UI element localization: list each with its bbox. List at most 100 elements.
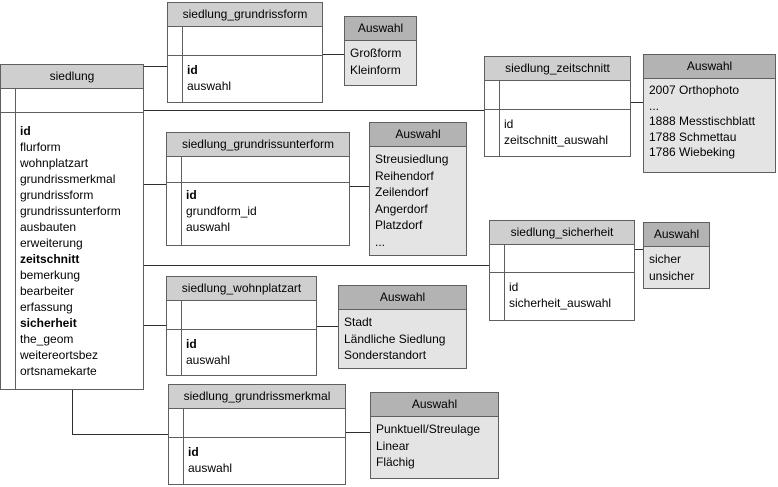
key-cell (167, 330, 182, 375)
auswahl-value: Flächig (376, 455, 415, 469)
key-cell (167, 157, 182, 182)
connector-sicherheit (143, 265, 489, 266)
auswahl-value: Reihendorf (375, 168, 434, 183)
link-zeitschnitt-auswahl (630, 102, 644, 103)
auswahl-title: Auswahl (644, 223, 709, 247)
field-list: id auswahl (169, 438, 345, 476)
field-list: id flurform wohnplatzart grundrissmerkmal gr… (1, 113, 143, 379)
field-wohnplatzart: wohnplatzart (20, 156, 89, 170)
auswahl-value: Kleinform (350, 62, 401, 77)
auswahl-value: 1788 Schmettau (649, 129, 737, 144)
table-key-row (167, 301, 316, 330)
field-auswahl: auswahl (187, 79, 232, 93)
auswahl-value: Großform (350, 46, 402, 60)
link-sicherheit-auswahl (634, 249, 643, 250)
table-siedlung[interactable]: siedlung id flurform wohnplatzart grundriss… (0, 64, 144, 390)
auswahl-value: 2007 Orthophoto (649, 83, 740, 97)
table-title: siedlung_zeitschnitt (485, 57, 630, 81)
table-title: siedlung_wohnplatzart (167, 277, 316, 301)
table-key-row (1, 89, 143, 113)
field-auswahl: auswahl (186, 353, 231, 367)
key-cell (485, 81, 500, 109)
key-cell (490, 273, 505, 320)
auswahl-value: 1888 Messtischblatt (649, 114, 756, 128)
field-erfassung: erfassung (20, 300, 73, 314)
field-zeitschnitt-auswahl: zeitschnitt_auswahl (504, 133, 609, 147)
table-siedlung-grundrissform[interactable]: siedlung_grundrissform id auswahl (167, 2, 323, 103)
auswahl-zeitschnitt[interactable]: Auswahl 2007 Orthophoto...1888 Messtisch… (643, 54, 776, 173)
field-id: id (504, 117, 514, 131)
field-id: id (188, 445, 199, 459)
auswahl-value: Platzdorf (375, 218, 423, 232)
field-list: id zeitschnitt_auswahl (485, 110, 630, 148)
field-grundrissunterform: grundrissunterform (20, 204, 121, 218)
link-wohnplatzart-auswahl (316, 326, 339, 327)
table-siedlung-zeitschnitt[interactable]: siedlung_zeitschnitt id zeitschnitt_auswa… (484, 56, 631, 157)
connector-grundrissform (143, 66, 168, 67)
table-title: siedlung_sicherheit (490, 221, 634, 245)
connector-grundrissmerkmal-v (72, 389, 73, 435)
table-field-row: id auswahl (167, 330, 316, 375)
field-id: id (186, 188, 197, 202)
field-grundform-id: grundform_id (186, 204, 257, 218)
table-siedlung-wohnplatzart[interactable]: siedlung_wohnplatzart id auswahl (166, 276, 317, 376)
table-title: siedlung_grundrissmerkmal (169, 385, 345, 409)
field-flurform: flurform (20, 140, 61, 154)
field-auswahl: auswahl (186, 220, 231, 234)
table-key-row (169, 409, 345, 438)
field-auswahl: auswahl (188, 461, 233, 475)
auswahl-value: sicher (649, 252, 682, 266)
auswahl-value: Angerdorf (375, 201, 428, 216)
auswahl-value: Linear (376, 438, 410, 453)
field-id: id (186, 337, 197, 351)
table-field-row: id zeitschnitt_auswahl (485, 110, 630, 156)
field-id: id (20, 124, 31, 138)
table-field-row: id auswahl (168, 56, 322, 102)
auswahl-value: Sonderstandort (344, 348, 427, 362)
auswahl-title: Auswahl (370, 123, 466, 147)
auswahl-values: sicher unsicher (644, 247, 709, 284)
auswahl-sicherheit[interactable]: Auswahl sicher unsicher (643, 222, 710, 289)
field-id: id (509, 280, 519, 294)
auswahl-value: 1786 Wiebeking (649, 145, 736, 159)
auswahl-value: ... (649, 98, 660, 113)
auswahl-value: Punktuell/Streulage (376, 422, 481, 436)
key-cell (1, 113, 16, 389)
auswahl-value: Stadt (344, 315, 373, 329)
table-siedlung-grundrissmerkmal[interactable]: siedlung_grundrissmerkmal id auswahl (168, 384, 346, 485)
auswahl-value: unsicher (649, 268, 695, 283)
connector-wohnplatzart (143, 325, 166, 326)
link-grundrissunterform-auswahl-b (349, 186, 370, 187)
auswahl-title: Auswahl (339, 286, 466, 310)
field-erweiterung: erweiterung (20, 236, 83, 250)
auswahl-title: Auswahl (371, 393, 498, 417)
table-key-row (490, 245, 634, 273)
key-cell (168, 56, 183, 102)
auswahl-value: Ländliche Siedlung (344, 331, 446, 346)
table-title: siedlung (1, 65, 143, 89)
field-id: id (187, 63, 198, 77)
auswahl-value: Streusiedlung (375, 152, 449, 166)
field-grundrissmerkmal: grundrissmerkmal (20, 172, 116, 186)
key-cell (167, 301, 182, 329)
table-title: siedlung_grundrissform (168, 3, 322, 27)
table-key-row (168, 27, 322, 56)
field-ortsnamekarte: ortsnamekarte (20, 364, 97, 378)
table-key-row (485, 81, 630, 110)
auswahl-title: Auswahl (644, 55, 775, 79)
field-bearbeiter: bearbeiter (20, 284, 75, 298)
